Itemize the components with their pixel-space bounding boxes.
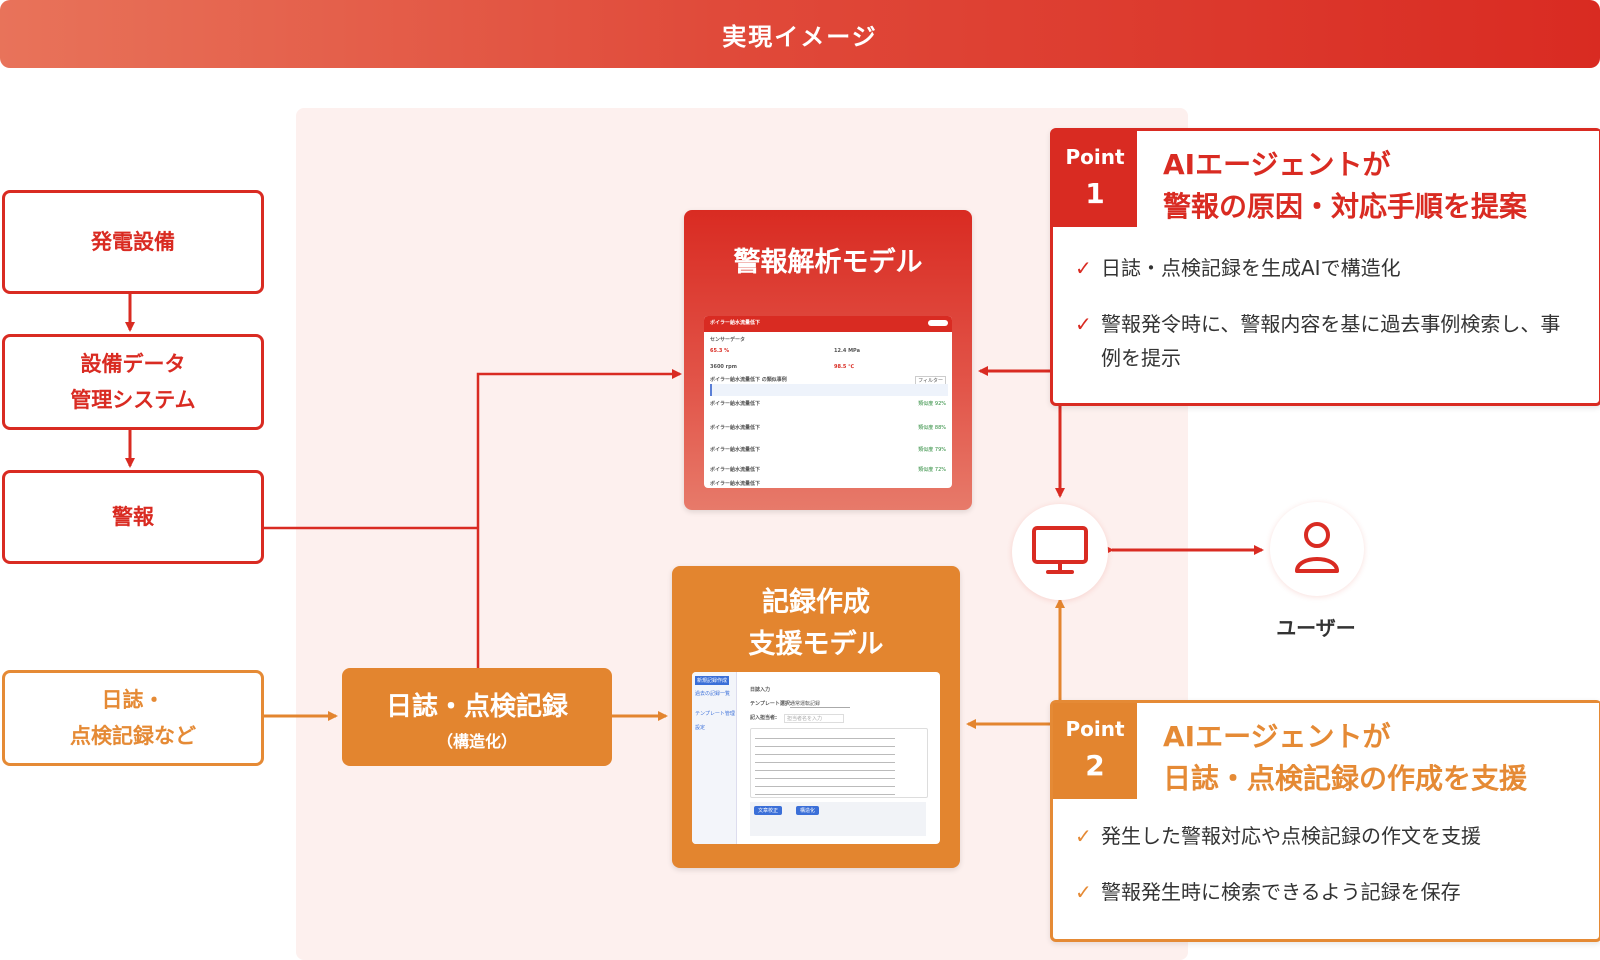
alarm-screen-badge-4: 類似度 72%: [918, 467, 946, 473]
point-1-number: 1: [1085, 177, 1105, 210]
point-2-number: 2: [1085, 749, 1105, 782]
record-author-input[interactable]: 担当者名を入力: [784, 714, 844, 723]
point-2-headline-1: AIエージェントが: [1163, 720, 1391, 753]
proofread-button[interactable]: 文章校正: [754, 806, 783, 815]
alarm-screen-value-2: 12.4 MPa: [834, 348, 860, 354]
user-label: ユーザー: [1276, 616, 1356, 640]
point-1-headline-1: AIエージェントが: [1163, 148, 1391, 181]
point-2-headline-2: 日誌・点検記録の作成を支援: [1163, 762, 1528, 795]
user-icon: [1291, 519, 1343, 579]
record-author-label: 記入担当者:: [750, 715, 778, 721]
record-model-title-1: 記録作成: [762, 587, 870, 618]
record-template-select[interactable]: 通常運転記録: [790, 700, 850, 708]
alarm-model-screenshot: ボイラー給水流量低下 センサーデータ 65.3 % 12.4 MPa 3600 …: [704, 316, 952, 488]
equipment-label: 発電設備: [91, 230, 175, 254]
logs-box: 日誌・ 点検記録など: [2, 670, 264, 766]
record-model-title-2: 支援モデル: [748, 629, 884, 660]
point-2-bullet-2-text: 警報発生時に検索できるよう記録を保存: [1101, 880, 1461, 904]
alarm-screen-value-4: 98.5 ℃: [834, 364, 855, 370]
record-nav-4[interactable]: 設定: [695, 725, 706, 731]
check-icon: ✓: [1075, 880, 1092, 904]
point-1-bullet-2: ✓ 警報発令時に、警報内容を基に過去事例検索し、事例を提示: [1075, 307, 1575, 375]
data-management-label-2: 管理システム: [70, 388, 196, 412]
alarm-label: 警報: [112, 505, 154, 529]
alarm-screen-case-2: ボイラー給水流量低下: [710, 425, 761, 431]
alarm-model-title: 警報解析モデル: [733, 247, 923, 278]
alarm-screen-case-5: ボイラー給水流量低下: [710, 481, 761, 487]
equipment-box: 発電設備: [2, 190, 264, 294]
record-input-title: 日誌入力: [750, 687, 771, 693]
point-2-card: Point 2 AIエージェントが 日誌・点検記録の作成を支援 ✓ 発生した警報…: [1050, 700, 1600, 942]
monitor-icon: [1030, 524, 1090, 580]
structured-logs-box: 日誌・点検記録 （構造化）: [342, 668, 612, 766]
point-2-bullet-1-text: 発生した警報対応や点検記録の作文を支援: [1101, 824, 1481, 848]
data-management-box: 設備データ 管理システム: [2, 334, 264, 430]
page-title: 実現イメージ: [722, 22, 878, 51]
structure-button[interactable]: 構造化: [796, 806, 820, 815]
alarm-screen-sensor-section: センサーデータ: [710, 337, 746, 343]
alarm-screen-similar-section: ボイラー給水流量低下 の類似事例: [710, 377, 787, 383]
alarm-screen-badge-2: 類似度 88%: [918, 425, 946, 431]
alarm-screen-case-3: ボイラー給水流量低下: [710, 447, 761, 453]
alarm-screen-case-4: ボイラー給水流量低下: [710, 467, 761, 473]
point-1-bullet-2-text: 警報発令時に、警報内容を基に過去事例検索し、事例を提示: [1101, 312, 1561, 370]
point-1-headline-2: 警報の原因・対応手順を提案: [1163, 190, 1528, 223]
structured-logs-title: 日誌・点検記録: [385, 692, 568, 722]
point-1-label: Point: [1065, 145, 1125, 169]
data-management-label-1: 設備データ: [80, 352, 186, 376]
arrow-to-alarm-model: [476, 369, 682, 668]
point-2-tab: Point 2: [1053, 703, 1137, 799]
structured-logs-subtitle: （構造化）: [436, 732, 517, 751]
user-node: [1270, 502, 1364, 596]
alarm-screen-value-3: 3600 rpm: [710, 364, 737, 370]
point-2-label: Point: [1065, 717, 1125, 741]
alarm-screen-value-1: 65.3 %: [710, 348, 730, 354]
record-nav-3[interactable]: テンプレート管理: [695, 711, 735, 717]
point-2-bullet-2: ✓ 警報発生時に検索できるよう記録を保存: [1075, 875, 1575, 909]
record-text-area[interactable]: [750, 728, 928, 798]
monitor-node: [1012, 504, 1108, 600]
record-model-screenshot: 新規記録作成 過去の記録一覧 テンプレート管理 設定 日誌入力 テンプレート選択…: [692, 672, 940, 844]
check-icon: ✓: [1075, 312, 1092, 336]
logs-label-1: 日誌・: [101, 688, 165, 712]
alarm-screen-header: ボイラー給水流量低下: [710, 320, 761, 326]
point-1-tab: Point 1: [1053, 131, 1137, 227]
point-1-bullet-1: ✓ 日誌・点検記録を生成AIで構造化: [1075, 251, 1575, 285]
check-icon: ✓: [1075, 824, 1092, 848]
logs-label-2: 点検記録など: [70, 724, 196, 748]
point-1-card: Point 1 AIエージェントが 警報の原因・対応手順を提案 ✓ 日誌・点検記…: [1050, 128, 1600, 406]
alarm-box: 警報: [2, 470, 264, 564]
alarm-screen-case-1: ボイラー給水流量低下: [710, 401, 761, 407]
alarm-screen-badge-1: 類似度 92%: [918, 401, 946, 407]
record-nav-2[interactable]: 過去の記録一覧: [695, 691, 731, 697]
check-icon: ✓: [1075, 256, 1092, 280]
point-2-bullet-1: ✓ 発生した警報対応や点検記録の作文を支援: [1075, 819, 1575, 853]
record-template-label: テンプレート選択:: [750, 701, 792, 707]
page-title-banner: 実現イメージ: [0, 0, 1600, 68]
record-nav-1[interactable]: 新規記録作成: [695, 676, 730, 685]
alarm-screen-badge-3: 類似度 79%: [918, 447, 946, 453]
point-1-bullet-1-text: 日誌・点検記録を生成AIで構造化: [1101, 256, 1401, 280]
